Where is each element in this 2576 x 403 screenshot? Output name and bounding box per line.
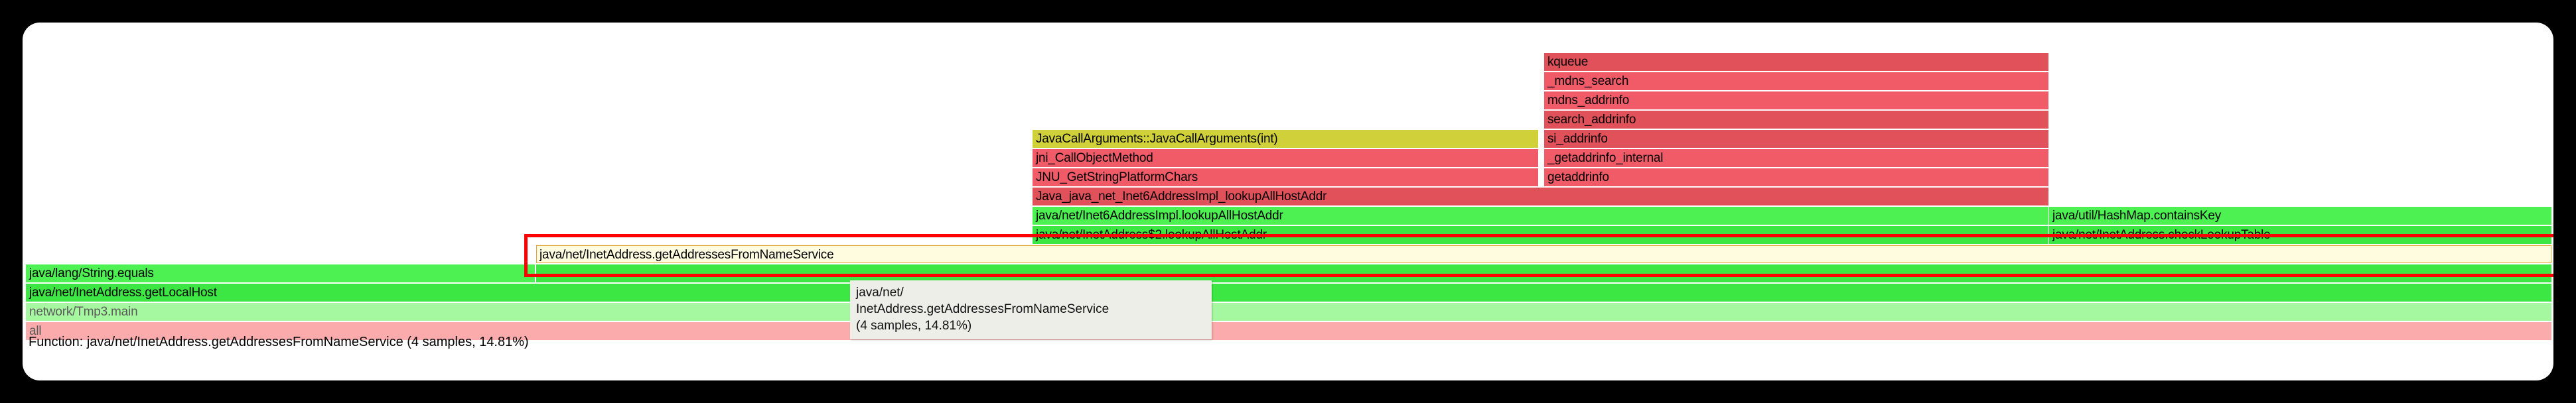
- flame-frame[interactable]: getaddrinfo: [1544, 168, 2048, 186]
- flame-frame[interactable]: [536, 264, 2551, 282]
- flame-frame[interactable]: all: [26, 322, 2551, 340]
- flame-frame[interactable]: _getaddrinfo_internal: [1544, 149, 2048, 167]
- flame-frame-label: java/util/HashMap.containsKey: [2052, 209, 2222, 223]
- flame-frame-label: si_addrinfo: [1547, 132, 1608, 146]
- flame-frame-label: search_addrinfo: [1547, 113, 1636, 127]
- flame-frame[interactable]: network/Tmp3.main: [26, 303, 2551, 321]
- flame-frame-label: jni_CallObjectMethod: [1036, 151, 1153, 165]
- flame-frame-label: getaddrinfo: [1547, 170, 1609, 184]
- flame-frame[interactable]: Java_java_net_Inet6AddressImpl_lookupAll…: [1033, 188, 2048, 205]
- flame-frame[interactable]: search_addrinfo: [1544, 111, 2048, 129]
- flame-frame-label: java/net/InetAddress.checkLookupTable: [2052, 228, 2271, 242]
- flame-frame-label: kqueue: [1547, 55, 1589, 69]
- flame-frame-label: java/net/InetAddress$2.lookupAllHostAddr: [1036, 228, 1267, 242]
- flame-frame[interactable]: java/util/HashMap.containsKey: [2049, 207, 2551, 225]
- flame-frame-label: Java_java_net_Inet6AddressImpl_lookupAll…: [1036, 190, 1327, 203]
- flame-frame-label: java/net/InetAddress.getLocalHost: [29, 286, 217, 300]
- flame-frame[interactable]: mdns_addrinfo: [1544, 91, 2048, 109]
- flame-frame-label: _mdns_search: [1547, 74, 1629, 88]
- flamegraph-panel: kqueue _mdns_search mdns_addrinfo search_ad…: [23, 23, 2553, 380]
- flame-frame[interactable]: java/net/InetAddress.checkLookupTable: [2049, 226, 2551, 244]
- flame-frame[interactable]: java/net/InetAddress.getLocalHost: [26, 284, 2551, 302]
- flame-frame[interactable]: JavaCallArguments::JavaCallArguments(int…: [1033, 130, 1538, 148]
- flame-frame-label: java/net/Inet6AddressImpl.lookupAllHostA…: [1036, 209, 1283, 223]
- flame-frame-label: network/Tmp3.main: [29, 305, 138, 319]
- flame-frame[interactable]: kqueue: [1544, 53, 2048, 71]
- status-line: Function: java/net/InetAddress.getAddres…: [29, 335, 529, 349]
- flame-frame[interactable]: java/net/Inet6AddressImpl.lookupAllHostA…: [1033, 207, 2048, 225]
- flame-frame[interactable]: java/lang/String.equals: [26, 264, 535, 282]
- flame-frame[interactable]: jni_CallObjectMethod: [1033, 149, 1538, 167]
- flame-frame[interactable]: si_addrinfo: [1544, 130, 2048, 148]
- flame-frame-label: mdns_addrinfo: [1547, 93, 1630, 107]
- flame-frame-label: JNU_GetStringPlatformChars: [1036, 170, 1198, 184]
- flame-frame-label: JavaCallArguments::JavaCallArguments(int…: [1036, 132, 1278, 146]
- flame-frame[interactable]: java/net/InetAddress.getAddressesFromNam…: [536, 245, 2551, 263]
- flame-frame[interactable]: JNU_GetStringPlatformChars: [1033, 168, 1538, 186]
- flame-frame[interactable]: _mdns_search: [1544, 72, 2048, 90]
- flame-frame[interactable]: java/net/InetAddress$2.lookupAllHostAddr: [1033, 226, 2048, 244]
- flame-frame-label: _getaddrinfo_internal: [1547, 151, 1664, 165]
- flame-frame-label: java/lang/String.equals: [29, 266, 154, 280]
- flame-frame-label: java/net/InetAddress.getAddressesFromNam…: [539, 248, 834, 262]
- frame-tooltip: java/net/ InetAddress.getAddressesFromNa…: [850, 280, 1212, 339]
